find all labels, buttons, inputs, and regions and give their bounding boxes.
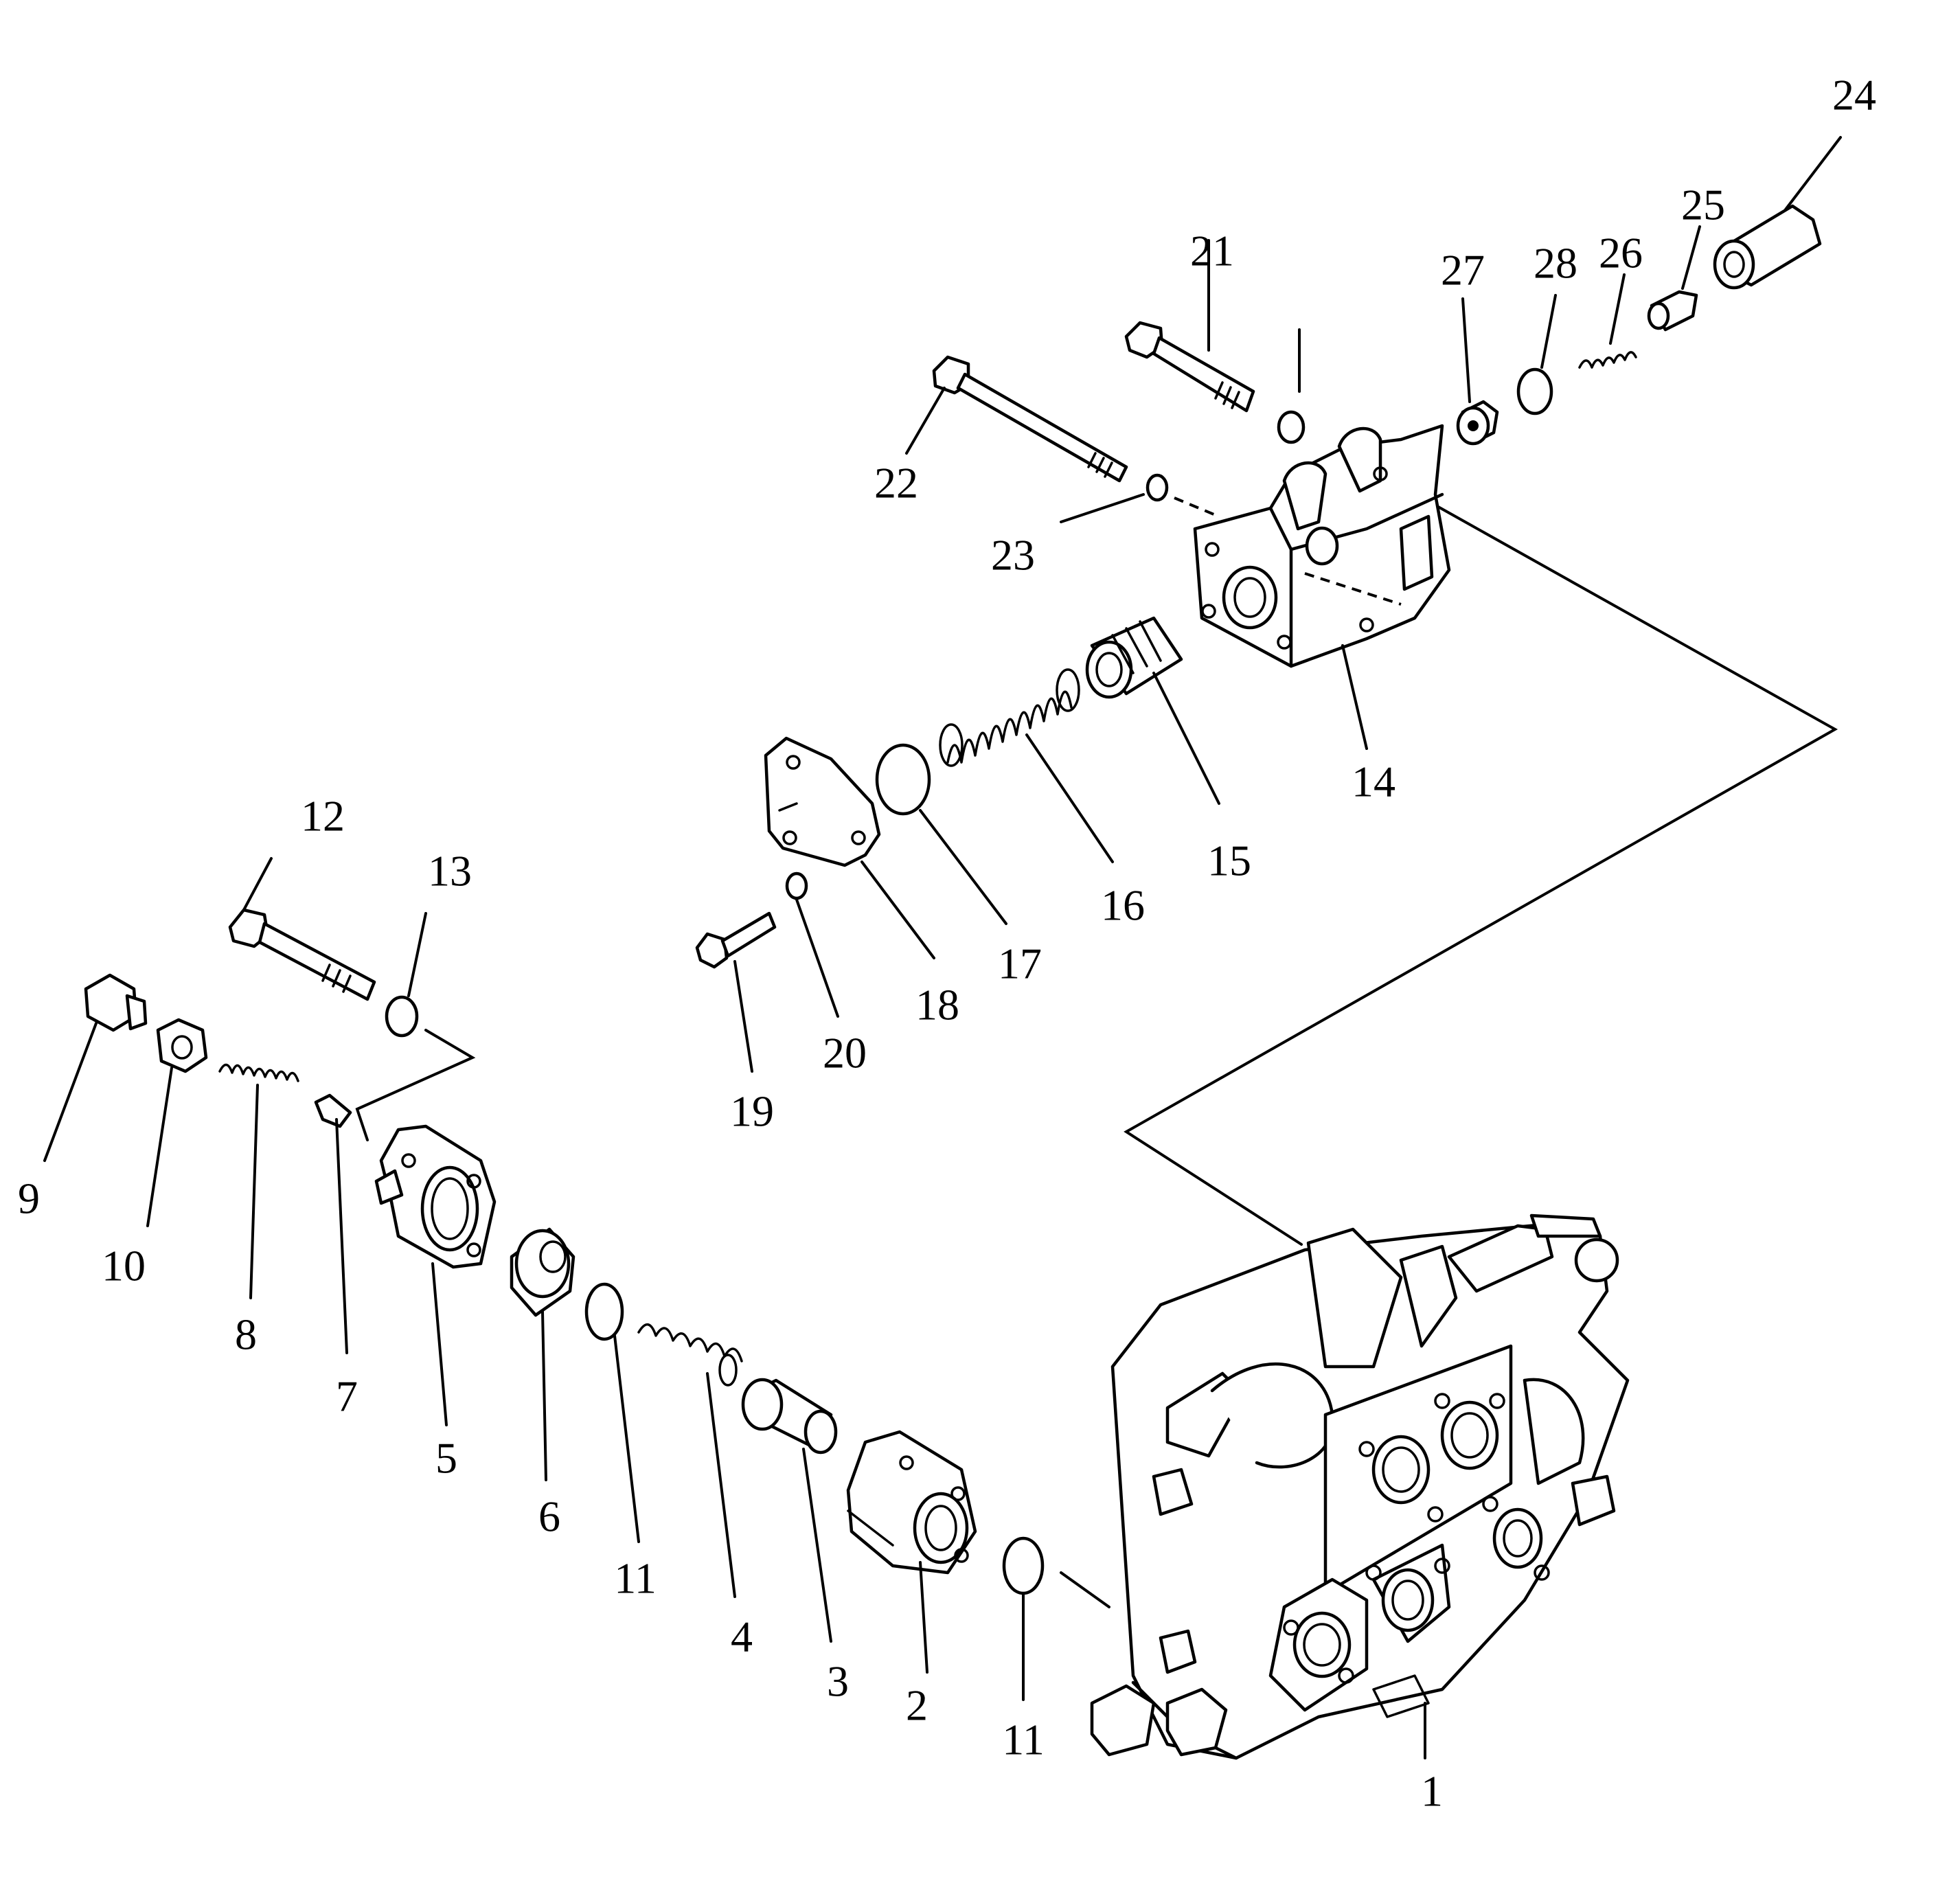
washer-part-20 xyxy=(785,871,808,900)
sleeve-part-3 xyxy=(741,1378,838,1455)
assembly-line-left xyxy=(355,1029,476,1141)
leader-lines xyxy=(43,136,1842,1759)
o-ring-part-11a xyxy=(584,1282,624,1341)
callout-22: 22 xyxy=(874,459,918,508)
callout-8: 8 xyxy=(235,1310,257,1359)
callout-23: 23 xyxy=(991,531,1035,580)
callout-25: 25 xyxy=(1681,181,1725,229)
callout-labels: 1 2 3 4 5 6 7 8 9 10 11 11 12 13 14 15 1… xyxy=(18,71,1876,1816)
cover-part-18 xyxy=(764,736,881,867)
callout-28: 28 xyxy=(1534,239,1577,288)
callout-1: 1 xyxy=(1421,1767,1443,1816)
bolt-part-22 xyxy=(932,355,1128,483)
valve-body-part-1 xyxy=(1090,1213,1630,1760)
callout-19: 19 xyxy=(730,1087,774,1136)
washer-part-23 xyxy=(1146,473,1169,502)
assembly-dash-23 xyxy=(1174,497,1216,516)
spring-part-16 xyxy=(939,668,1080,767)
callout-15: 15 xyxy=(1207,836,1251,885)
callout-3: 3 xyxy=(827,1657,849,1706)
nut-part-10 xyxy=(156,1018,208,1073)
o-ring-part-17 xyxy=(875,743,931,816)
washer-part-21b xyxy=(1277,328,1306,444)
bolt-part-12 xyxy=(228,908,376,1001)
callout-7: 7 xyxy=(336,1372,358,1421)
bolt-part-21 xyxy=(1124,321,1255,413)
o-ring-part-28 xyxy=(1516,367,1553,415)
sleeve-part-15 xyxy=(1085,616,1183,699)
callout-18: 18 xyxy=(915,981,959,1029)
assembly-line-upper xyxy=(1124,500,1838,1246)
valve-part-7 xyxy=(314,1093,352,1128)
plug-part-27 xyxy=(1456,400,1499,446)
callout-27: 27 xyxy=(1441,246,1485,295)
spring-part-26 xyxy=(1578,351,1637,369)
plug-part-24 xyxy=(1713,204,1822,290)
callout-11b: 11 xyxy=(1002,1715,1045,1764)
callout-11a: 11 xyxy=(614,1554,657,1603)
callout-9: 9 xyxy=(18,1174,40,1223)
callout-26: 26 xyxy=(1599,229,1643,277)
callout-13: 13 xyxy=(428,847,472,896)
callout-10: 10 xyxy=(102,1242,146,1290)
plug-part-9 xyxy=(84,973,148,1032)
spring-part-4 xyxy=(637,1323,743,1387)
o-ring-part-11b xyxy=(1002,1536,1045,1595)
callout-24: 24 xyxy=(1832,71,1876,119)
callout-4: 4 xyxy=(731,1612,753,1661)
callout-20: 20 xyxy=(823,1029,867,1078)
callout-5: 5 xyxy=(435,1434,457,1483)
poppet-part-25 xyxy=(1647,290,1698,332)
callout-16: 16 xyxy=(1101,881,1145,930)
callout-14: 14 xyxy=(1352,757,1395,806)
callout-17: 17 xyxy=(998,939,1042,988)
bolt-part-19 xyxy=(695,911,777,969)
cover-part-5 xyxy=(374,1124,497,1269)
cover-part-2 xyxy=(846,1430,977,1575)
valve-housing-part-14 xyxy=(1193,424,1451,668)
washer-part-13 xyxy=(385,995,419,1038)
callout-12: 12 xyxy=(301,792,345,841)
callout-2: 2 xyxy=(906,1681,928,1730)
spring-part-8 xyxy=(218,1063,299,1082)
callout-21: 21 xyxy=(1190,227,1234,275)
ring-part-6 xyxy=(510,1227,576,1317)
assembly-line-11b xyxy=(1060,1571,1110,1608)
callout-6: 6 xyxy=(538,1492,560,1541)
